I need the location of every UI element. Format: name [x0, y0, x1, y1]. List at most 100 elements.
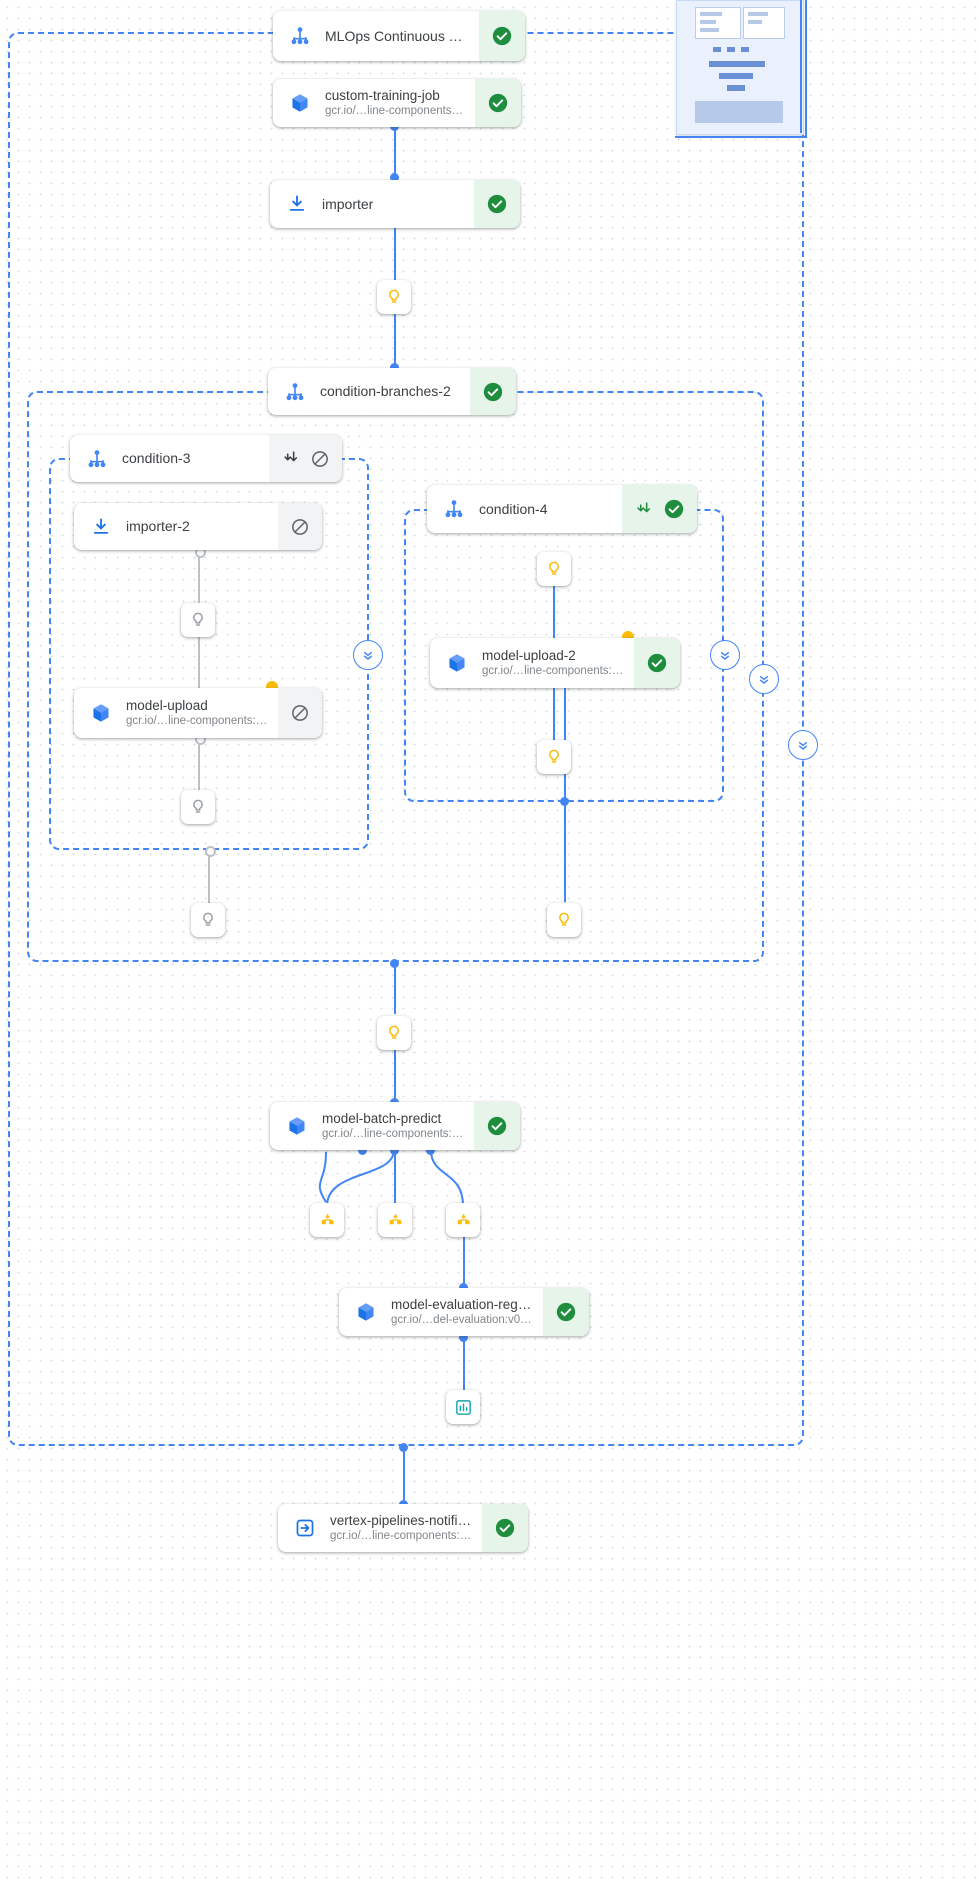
- artifact-model-upload-out[interactable]: [181, 790, 215, 824]
- edge-artifact-to-batch-predict: [394, 1050, 396, 1102]
- node-condition-3[interactable]: condition-3: [70, 435, 342, 482]
- edge-batch-predict-fanout-left: [326, 1149, 395, 1207]
- node-condition-branches-2[interactable]: condition-branches-2: [268, 368, 516, 415]
- artifact-condition4-in[interactable]: [537, 552, 571, 586]
- node-body: importer: [270, 180, 474, 228]
- node-texts: importer: [322, 196, 373, 212]
- node-custom-training-job[interactable]: custom-training-job gcr.io/…line-compone…: [273, 79, 521, 127]
- node-title: condition-3: [122, 450, 191, 467]
- node-subtitle: gcr.io/…del-evaluation:v0.9.3: [391, 1314, 533, 1327]
- node-title: vertex-pipelines-notificat…: [330, 1512, 472, 1528]
- node-texts: custom-training-job gcr.io/…line-compone…: [325, 88, 465, 119]
- collapse-root[interactable]: [788, 730, 818, 760]
- edge-condition4-in-artifact: [553, 586, 555, 638]
- component-cube-icon: [353, 1299, 379, 1325]
- edge-dot: [459, 1283, 468, 1292]
- minimap-bar: [700, 28, 719, 32]
- node-title: importer-2: [126, 518, 190, 535]
- graph-minimap[interactable]: [675, 0, 807, 138]
- node-pipeline-root[interactable]: MLOps Continuous Traini…: [273, 11, 525, 61]
- artifact-importer2-out[interactable]: [181, 603, 215, 637]
- minimap-bar: [748, 20, 762, 24]
- node-importer[interactable]: importer: [270, 180, 520, 228]
- check-circle-icon: [646, 652, 668, 674]
- pipeline-hierarchy-icon: [282, 379, 308, 405]
- node-body: MLOps Continuous Traini…: [273, 11, 479, 61]
- edge-model-upload2-to-artifact: [564, 688, 566, 740]
- collapse-condition-4[interactable]: [710, 640, 740, 670]
- node-subtitle: gcr.io/…line-components:2.6.0: [126, 715, 268, 728]
- component-cube-icon: [287, 90, 313, 116]
- artifact-evaluation-metrics[interactable]: [446, 1390, 480, 1424]
- check-circle-icon: [555, 1301, 577, 1323]
- node-vertex-pipelines-notification[interactable]: vertex-pipelines-notificat… gcr.io/…line…: [278, 1504, 528, 1552]
- minimap-bar: [713, 47, 721, 52]
- artifact-batch-predict-1[interactable]: [310, 1203, 344, 1237]
- artifact-batch-predict-3[interactable]: [446, 1203, 480, 1237]
- edge-branches-to-artifact: [394, 962, 396, 1014]
- edge-training-to-importer: [394, 126, 396, 186]
- node-body: custom-training-job gcr.io/…line-compone…: [273, 79, 475, 127]
- node-model-evaluation-regression[interactable]: model-evaluation-regres… gcr.io/…del-eva…: [339, 1288, 589, 1336]
- expand-branch-icon[interactable]: [634, 500, 653, 519]
- node-body: model-upload gcr.io/…line-components:2.6…: [74, 688, 278, 738]
- edge-model-upload-to-artifact: [198, 737, 200, 793]
- node-title: condition-4: [479, 500, 548, 517]
- artifact-model-upload2-out[interactable]: [537, 740, 571, 774]
- edge-condition4-out: [564, 774, 566, 902]
- artifact-branches-out[interactable]: [377, 1016, 411, 1050]
- edge-artifact-to-model-upload: [198, 635, 200, 689]
- edge-artifact-to-branches: [394, 312, 396, 370]
- node-status: [474, 1102, 520, 1150]
- minimap-bar: [700, 20, 716, 24]
- node-condition-4[interactable]: condition-4: [427, 485, 697, 533]
- node-texts: model-upload gcr.io/…line-components:2.6…: [126, 698, 268, 729]
- edge-importer-to-artifact: [394, 228, 396, 280]
- node-body: condition-branches-2: [268, 368, 470, 415]
- node-status: [470, 368, 516, 415]
- node-status: [479, 11, 525, 61]
- block-circle-icon: [290, 517, 310, 537]
- node-texts: condition-branches-2: [320, 383, 451, 399]
- edge-evaluation-to-metrics: [463, 1336, 465, 1390]
- exit-arrow-icon: [292, 1515, 318, 1541]
- check-circle-icon: [486, 193, 508, 215]
- edge-dot: [426, 1146, 435, 1155]
- edge-batch-predict-mid: [394, 1150, 396, 1206]
- edge-dot: [358, 1146, 367, 1155]
- check-circle-icon: [486, 1115, 508, 1137]
- minimap-viewport[interactable]: [675, 0, 807, 138]
- node-status: [634, 638, 680, 688]
- node-texts: vertex-pipelines-notificat… gcr.io/…line…: [330, 1513, 472, 1544]
- node-subtitle: gcr.io/…line-components:2.6.0: [325, 105, 465, 118]
- component-cube-icon: [88, 700, 114, 726]
- node-texts: model-evaluation-regres… gcr.io/…del-eva…: [391, 1297, 533, 1328]
- minimap-bar: [700, 12, 722, 16]
- node-status[interactable]: [622, 485, 697, 533]
- node-model-upload[interactable]: model-upload gcr.io/…line-components:2.6…: [74, 688, 322, 738]
- artifact-condition4-out[interactable]: [547, 903, 581, 937]
- minimap-bar: [709, 61, 765, 67]
- import-download-icon: [284, 191, 310, 217]
- node-model-batch-predict[interactable]: model-batch-predict gcr.io/…line-compone…: [270, 1102, 520, 1150]
- artifact-importer-out[interactable]: [377, 280, 411, 314]
- node-status[interactable]: [269, 435, 342, 482]
- component-cube-icon: [444, 650, 470, 676]
- edge-dot-open: [205, 846, 216, 857]
- minimap-bar: [727, 47, 735, 52]
- collapse-condition-3[interactable]: [353, 640, 383, 670]
- node-title: condition-branches-2: [320, 383, 451, 400]
- artifact-condition3-out[interactable]: [191, 903, 225, 937]
- node-status: [482, 1504, 528, 1552]
- pipeline-hierarchy-icon: [287, 23, 313, 49]
- artifact-batch-predict-2[interactable]: [378, 1203, 412, 1237]
- node-body: importer-2: [74, 503, 278, 550]
- node-importer-2[interactable]: importer-2: [74, 503, 322, 550]
- expand-branch-icon[interactable]: [281, 449, 300, 468]
- edge-dot: [390, 1146, 399, 1155]
- edge-batch-predict-fanout: [318, 1151, 327, 1203]
- collapse-condition-branches-2[interactable]: [749, 664, 779, 694]
- node-model-upload-2[interactable]: model-upload-2 gcr.io/…line-components:2…: [430, 638, 680, 688]
- edge-root-to-notification: [403, 1446, 405, 1504]
